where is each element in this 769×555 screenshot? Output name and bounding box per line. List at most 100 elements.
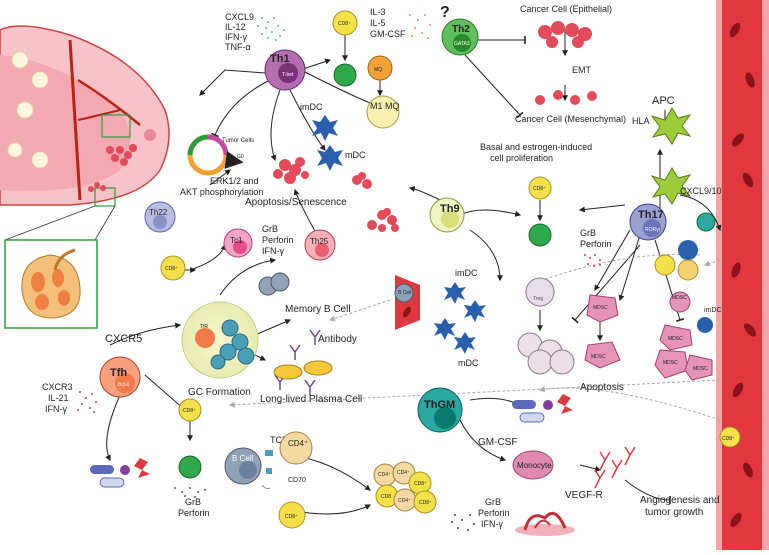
th1-cytokine-4: TNF-α bbox=[225, 42, 251, 52]
bottom-right-product-3: IFN-γ bbox=[481, 519, 503, 529]
b-cell-bottom bbox=[224, 447, 273, 490]
gc-formation-label: GC Formation bbox=[188, 387, 251, 398]
imdc-label-top: imDC bbox=[300, 102, 323, 112]
blood-vessel bbox=[716, 0, 769, 550]
b-cell-vessel-label: B Cell bbox=[398, 290, 411, 296]
bottom-right-dots bbox=[451, 514, 475, 531]
imdc-label-vessel: imDC bbox=[704, 307, 722, 314]
mdc-label-middle: mDC bbox=[458, 358, 479, 368]
mdsc-label-3: MDSC bbox=[668, 336, 683, 342]
th17-cell bbox=[629, 203, 667, 241]
cxcl910-label: CXCL9/10 bbox=[680, 186, 722, 196]
basal-label-line1: Basal and estrogen-induced bbox=[480, 142, 592, 152]
th17-dots bbox=[584, 254, 601, 267]
th2-cytokine-2: IL-5 bbox=[370, 18, 386, 28]
imdc-label-middle: imDC bbox=[455, 268, 478, 278]
th1-cytokine-3: IFN-γ bbox=[225, 32, 247, 42]
th22-label: Th22 bbox=[149, 208, 168, 217]
angio-label-line1: Angiogenesis and bbox=[640, 495, 720, 506]
tumor-cell-cycle bbox=[187, 134, 244, 176]
th2-cell bbox=[441, 18, 479, 56]
gc-formation bbox=[181, 301, 259, 379]
drug-pills-right bbox=[512, 394, 573, 423]
question-mark: ? bbox=[440, 4, 450, 21]
thgm-label: ThGM bbox=[424, 399, 455, 411]
tfr-label: TfR bbox=[200, 324, 208, 330]
breast-anatomy bbox=[0, 25, 170, 241]
m1-mq-label: M1 MQ bbox=[370, 101, 400, 111]
tc1-product-3: IFN-γ bbox=[262, 246, 284, 256]
cxcr5-label: CXCR5 bbox=[105, 333, 142, 345]
vessel-side-cells bbox=[654, 212, 716, 333]
vegfr-label: VEGF-R bbox=[565, 490, 603, 501]
memory-b-label: Memory B Cell bbox=[285, 304, 351, 315]
plasma-cells bbox=[273, 360, 333, 380]
treg-label: Treg bbox=[533, 296, 543, 302]
cd8-top-cell bbox=[332, 10, 358, 87]
cd8-th17-cells bbox=[528, 176, 552, 247]
apoptotic-cancer-cluster bbox=[273, 157, 309, 184]
bottom-right-product-2: Perforin bbox=[478, 508, 510, 518]
cd8-vessel-cell bbox=[719, 426, 741, 448]
b-cell-bottom-label: B Cell bbox=[232, 454, 254, 463]
cluster-cd8-3: CD8⁺ bbox=[419, 500, 432, 506]
th1-cytokine-1: CXCL9 bbox=[225, 12, 254, 22]
tfh-cell bbox=[99, 356, 141, 398]
tfh-label: Tfh bbox=[110, 367, 127, 379]
mdsc-label-vessel: MDSC bbox=[672, 295, 687, 301]
tfh-cytokine-3: IFN-γ bbox=[45, 404, 67, 414]
monocyte-cell bbox=[512, 450, 554, 480]
long-lived-label: Long-lived Plasma Cell bbox=[260, 394, 362, 405]
tfh-cytokine-1: CXCR3 bbox=[42, 382, 73, 392]
th17-rorgt-label: RORγt bbox=[645, 227, 661, 233]
tfh-cytokine-dots bbox=[77, 391, 97, 413]
cd8-bottom2-label: CD8⁺ bbox=[285, 514, 298, 520]
th22-cell bbox=[144, 201, 176, 233]
erk-label-line1: ERK1/2 and bbox=[210, 176, 259, 186]
cancer-mesenchymal-cells bbox=[535, 90, 597, 105]
th2-label: Th2 bbox=[452, 24, 470, 35]
th1-label: Th1 bbox=[270, 53, 290, 65]
bottom-grb-2: Perforin bbox=[178, 508, 210, 518]
cd8-th17-label: CD8⁺ bbox=[533, 186, 546, 192]
th2-cytokine-3: GM-CSF bbox=[370, 29, 406, 39]
cluster-cd4-1: CD4⁺ bbox=[378, 472, 391, 478]
mdsc-cells bbox=[584, 294, 713, 381]
mdsc-label-1: MDSC bbox=[593, 305, 608, 311]
th1-tbet-label: T-bet bbox=[282, 72, 294, 78]
th17-label: Th17 bbox=[638, 209, 664, 221]
hla-label: HLA bbox=[632, 116, 650, 126]
bottom-dots bbox=[174, 487, 206, 498]
t-cell-cluster bbox=[373, 461, 437, 514]
apoptosis-label: Apoptosis bbox=[580, 382, 624, 393]
th25-label: Th25 bbox=[310, 237, 329, 246]
cluster-cd4-3: CD4⁺ bbox=[398, 498, 411, 504]
mdsc-label-2: MDSC bbox=[591, 354, 606, 360]
tcr-label: TCR bbox=[270, 435, 289, 445]
cancer-epithelial-label: Cancer Cell (Epithelial) bbox=[520, 4, 612, 14]
th9-cancer-cells bbox=[352, 172, 399, 232]
th1-cytokine-2: IL-12 bbox=[225, 22, 246, 32]
cd8-vessel-label: CD8⁺ bbox=[722, 436, 735, 442]
tc1-label: Tc1 bbox=[230, 236, 243, 245]
cd8-tc1-cells bbox=[160, 228, 336, 281]
dashed-arrows bbox=[228, 253, 721, 421]
emt-label: EMT bbox=[572, 65, 592, 75]
mq-label: MQ bbox=[374, 67, 382, 73]
gmcsf-label: GM-CSF bbox=[478, 437, 517, 448]
cluster-cd8-2: CD8 bbox=[381, 494, 391, 500]
dc-cells-middle bbox=[434, 282, 486, 354]
cd8-top-label: CD8⁺ bbox=[338, 21, 351, 27]
tfh-cytokine-2: IL-21 bbox=[48, 393, 69, 403]
drug-pills-left bbox=[90, 458, 150, 488]
th2-cytokine-1: IL-3 bbox=[370, 7, 386, 17]
cancer-mesenchymal-label: Cancer Cell (Mesenchymal) bbox=[515, 114, 626, 124]
erk-label-line2: AKT phosphorylation bbox=[180, 187, 263, 197]
memory-b-cells bbox=[258, 272, 290, 296]
cd4-bottom-label: CD4⁺ bbox=[288, 439, 308, 448]
cancer-epithelial-cells bbox=[538, 21, 592, 48]
th2-gata3-label: GATA3 bbox=[454, 41, 470, 47]
apc-label: APC bbox=[652, 95, 675, 107]
thgm-cell bbox=[417, 387, 463, 433]
arrows bbox=[105, 30, 722, 515]
